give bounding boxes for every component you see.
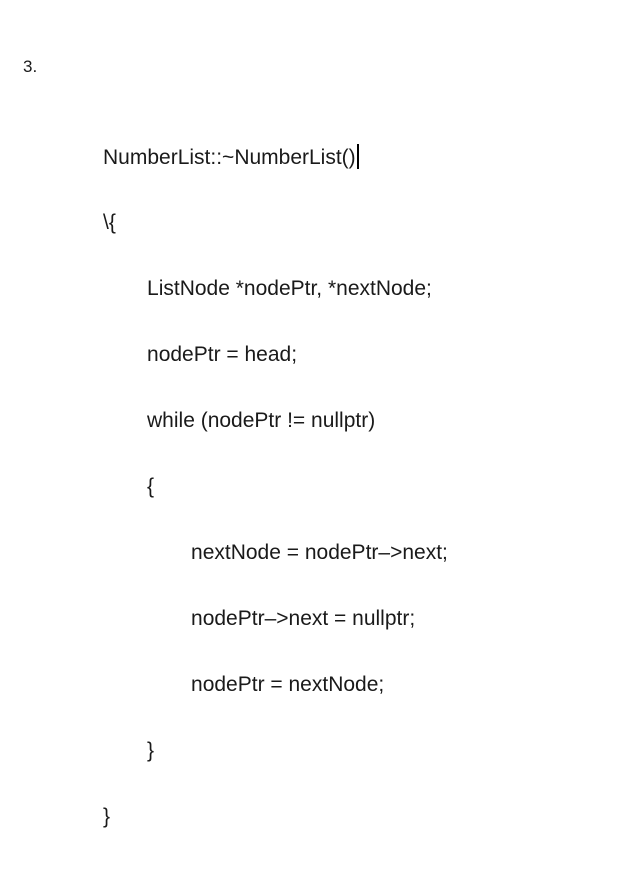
code-line[interactable]: \{ [0, 184, 623, 250]
code-line-text: nodePtr–>next = nullptr; [191, 607, 416, 630]
code-line-text: NumberList::~NumberList() [103, 146, 356, 169]
code-line[interactable]: ListNode *nodePtr, *nextNode; [0, 250, 623, 316]
code-line-text: { [147, 475, 155, 498]
code-line-text: } [147, 739, 155, 762]
code-line[interactable]: NumberList::~NumberList() [0, 118, 623, 184]
code-line[interactable]: } [0, 778, 623, 844]
code-line-text: nextNode = nodePtr–>next; [191, 541, 448, 564]
text-caret [356, 144, 359, 169]
code-line[interactable]: nodePtr = head; [0, 316, 623, 382]
code-line-text: nodePtr = nextNode; [191, 673, 385, 696]
code-line[interactable]: while (nodePtr != nullptr) [0, 382, 623, 448]
code-line-text: nodePtr = head; [147, 343, 298, 366]
code-line[interactable]: nodePtr–>next = nullptr; [0, 580, 623, 646]
code-block[interactable]: NumberList::~NumberList() \{ ListNode *n… [0, 118, 623, 844]
code-line[interactable]: { [0, 448, 623, 514]
code-line-text: \{ [103, 211, 116, 234]
code-line-text: while (nodePtr != nullptr) [147, 409, 376, 432]
code-line[interactable]: } [0, 712, 623, 778]
code-line-text: ListNode *nodePtr, *nextNode; [147, 277, 432, 300]
code-line-text: } [103, 805, 111, 828]
code-line[interactable]: nodePtr = nextNode; [0, 646, 623, 712]
list-item-number: 3. [23, 57, 38, 76]
code-line[interactable]: nextNode = nodePtr–>next; [0, 514, 623, 580]
